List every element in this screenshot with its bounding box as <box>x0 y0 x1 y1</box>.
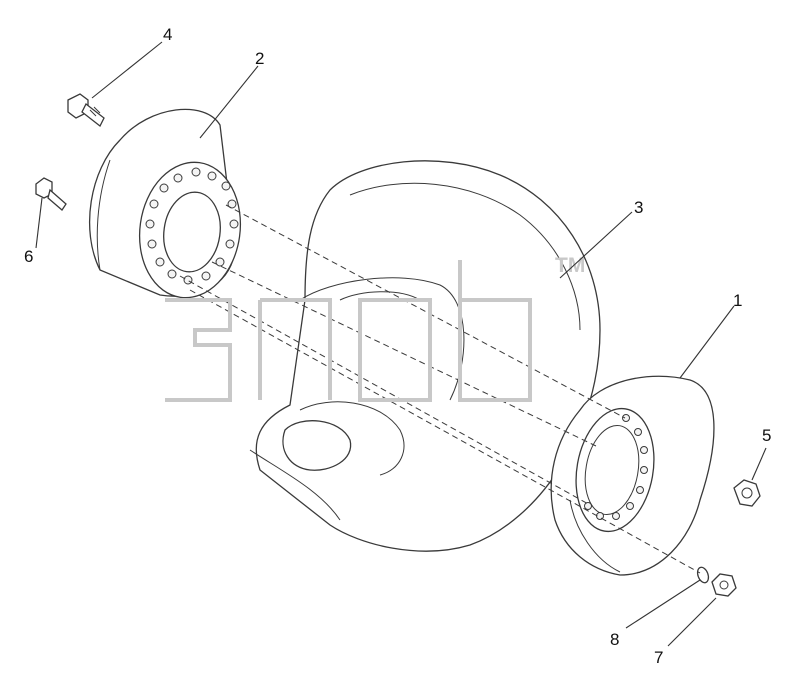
callout-8: 8 <box>610 630 619 649</box>
callouts: 4 2 3 1 5 6 8 7 <box>24 25 771 667</box>
callout-4: 4 <box>163 25 172 44</box>
bolt-hole-ring-right <box>584 414 648 520</box>
callout-6: 6 <box>24 247 33 266</box>
assembly-axis-lines <box>179 204 701 574</box>
bolt-long <box>67 93 105 127</box>
bolt-short <box>35 177 67 211</box>
callout-5: 5 <box>762 426 771 445</box>
watermark-tm: TM <box>555 254 585 277</box>
rim-half-right <box>550 375 715 576</box>
washer <box>696 566 710 584</box>
tire <box>249 160 601 552</box>
watermark-logo: TM <box>165 254 585 402</box>
callout-7: 7 <box>654 648 663 667</box>
callout-1: 1 <box>733 291 742 310</box>
callout-3: 3 <box>634 198 643 217</box>
callout-2: 2 <box>255 49 264 68</box>
nut-small <box>711 573 737 597</box>
bolt-hole-ring-left <box>145 167 239 285</box>
rim-half-left <box>89 108 242 299</box>
nut-large <box>733 479 761 507</box>
